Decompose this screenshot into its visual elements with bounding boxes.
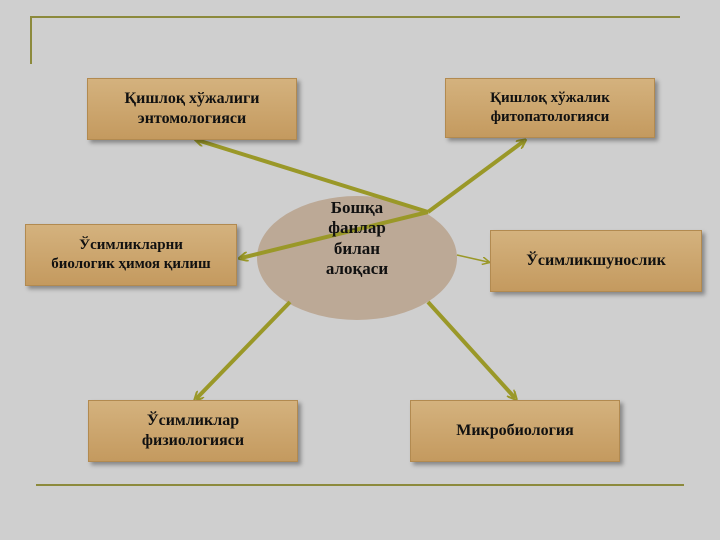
arrow-to-phytopathology xyxy=(426,141,524,214)
center-line-2: фанлар xyxy=(328,218,386,238)
center-line-4: алоқаси xyxy=(325,259,389,279)
node-phytopathology-line-1: Қишлоқ хўжалик xyxy=(490,90,610,107)
node-bioprotection: Ўсимликларни биологик ҳимоя қилиш xyxy=(25,224,237,286)
center-ellipse xyxy=(257,196,457,320)
node-physiology: Ўсимликлар физиологияси xyxy=(88,400,298,462)
arrow-to-physiology xyxy=(196,300,292,399)
node-microbiology: Микробиология xyxy=(410,400,620,462)
center-line-1: Бошқа xyxy=(330,198,384,217)
node-plantscience: Ўсимликшунослик xyxy=(490,230,702,292)
node-entomology-line-1: Қишлоқ хўжалиги xyxy=(124,90,260,107)
node-entomology-line-2: энтомологияси xyxy=(137,110,247,127)
node-bioprotection-line-1: Ўсимликларни xyxy=(79,237,183,254)
arrow-to-entomology xyxy=(197,140,429,214)
node-entomology: Қишлоқ хўжалиги энтомологияси xyxy=(87,78,297,140)
arrow-to-microbiology xyxy=(426,300,515,398)
top-rule xyxy=(30,16,680,18)
arrow-to-plantscience xyxy=(456,254,488,262)
node-phytopathology: Қишлоқ хўжалик фитопатологияси xyxy=(445,78,655,138)
arrow-to-bioprotection xyxy=(241,210,429,258)
center-line-3: билан xyxy=(333,238,381,258)
bottom-rule xyxy=(36,484,684,486)
node-phytopathology-line-2: фитопатологияси xyxy=(490,109,610,125)
node-microbiology-line-1: Микробиология xyxy=(456,422,574,439)
node-plantscience-line-1: Ўсимликшунослик xyxy=(526,252,666,269)
center-label: Бошқа фанлар билан алоқаси xyxy=(292,198,422,280)
node-physiology-line-2: физиологияси xyxy=(141,432,245,449)
node-bioprotection-line-2: биологик ҳимоя қилиш xyxy=(51,256,211,272)
left-rule xyxy=(30,16,32,64)
node-physiology-line-1: Ўсимликлар xyxy=(146,412,240,429)
